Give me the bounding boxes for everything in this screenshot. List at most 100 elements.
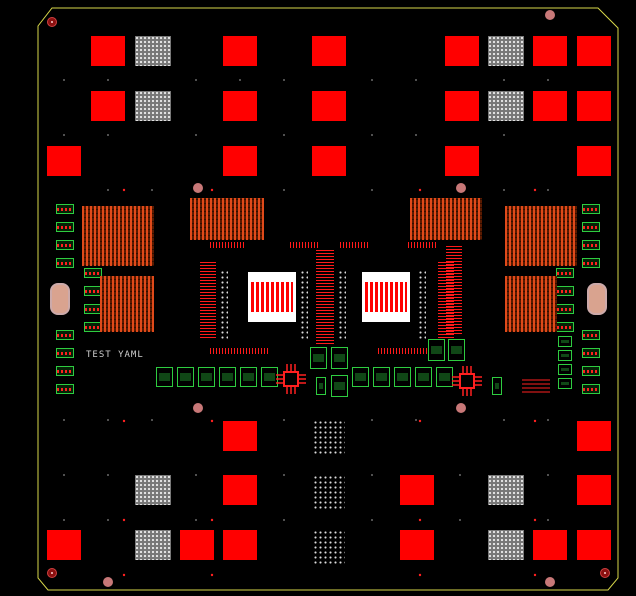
connector[interactable] bbox=[84, 268, 102, 278]
bga-footprint[interactable] bbox=[190, 198, 264, 240]
bga-footprint[interactable] bbox=[100, 276, 154, 332]
bga-pad-grid[interactable] bbox=[488, 36, 524, 66]
connector[interactable] bbox=[582, 366, 600, 376]
fanout-traces bbox=[408, 242, 438, 248]
pad[interactable] bbox=[312, 146, 346, 176]
bga-pad-grid[interactable] bbox=[135, 530, 171, 560]
pad[interactable] bbox=[400, 475, 434, 505]
silkscreen-label: TEST YAML bbox=[86, 350, 144, 360]
pad[interactable] bbox=[223, 421, 257, 451]
bga-pad-grid[interactable] bbox=[313, 420, 345, 454]
component[interactable] bbox=[156, 367, 173, 387]
pad[interactable] bbox=[47, 146, 81, 176]
component[interactable] bbox=[198, 367, 215, 387]
component[interactable] bbox=[331, 347, 348, 369]
connector[interactable] bbox=[56, 204, 74, 214]
pad[interactable] bbox=[577, 530, 611, 560]
fanout-traces bbox=[290, 242, 320, 248]
pad[interactable] bbox=[577, 421, 611, 451]
bga-footprint[interactable] bbox=[82, 206, 154, 266]
pad[interactable] bbox=[577, 475, 611, 505]
connector[interactable] bbox=[582, 258, 600, 268]
component[interactable] bbox=[373, 367, 390, 387]
component[interactable] bbox=[352, 367, 369, 387]
component[interactable] bbox=[177, 367, 194, 387]
component[interactable] bbox=[428, 339, 445, 361]
component[interactable] bbox=[316, 377, 326, 395]
connector[interactable] bbox=[56, 258, 74, 268]
component[interactable] bbox=[448, 339, 465, 361]
bga-pad-grid[interactable] bbox=[135, 475, 171, 505]
pad[interactable] bbox=[400, 530, 434, 560]
bga-pad-grid[interactable] bbox=[488, 530, 524, 560]
connector[interactable] bbox=[56, 348, 74, 358]
component[interactable] bbox=[492, 377, 502, 395]
connector[interactable] bbox=[56, 366, 74, 376]
component[interactable] bbox=[558, 350, 572, 361]
fiducial-icon bbox=[545, 577, 555, 587]
pad[interactable] bbox=[47, 530, 81, 560]
pad[interactable] bbox=[91, 91, 125, 121]
component[interactable] bbox=[261, 367, 278, 387]
pin-column bbox=[338, 270, 346, 340]
bga-footprint[interactable] bbox=[505, 276, 557, 332]
pad[interactable] bbox=[223, 91, 257, 121]
connector[interactable] bbox=[582, 240, 600, 250]
connector[interactable] bbox=[556, 322, 574, 332]
component[interactable] bbox=[558, 336, 572, 347]
pad[interactable] bbox=[577, 91, 611, 121]
connector[interactable] bbox=[582, 204, 600, 214]
ic-chip[interactable] bbox=[362, 272, 410, 322]
connector[interactable] bbox=[56, 240, 74, 250]
pad[interactable] bbox=[223, 146, 257, 176]
connector[interactable] bbox=[56, 330, 74, 340]
connector[interactable] bbox=[582, 222, 600, 232]
fanout-traces bbox=[210, 348, 270, 354]
pad[interactable] bbox=[223, 36, 257, 66]
component[interactable] bbox=[415, 367, 432, 387]
bga-pad-grid[interactable] bbox=[488, 91, 524, 121]
pad[interactable] bbox=[445, 36, 479, 66]
connector[interactable] bbox=[556, 268, 574, 278]
pad[interactable] bbox=[312, 36, 346, 66]
pad[interactable] bbox=[533, 91, 567, 121]
mounting-hole-icon bbox=[47, 17, 57, 27]
connector[interactable] bbox=[582, 330, 600, 340]
pad[interactable] bbox=[223, 530, 257, 560]
pad[interactable] bbox=[312, 91, 346, 121]
pad[interactable] bbox=[533, 36, 567, 66]
ic-chip[interactable] bbox=[248, 272, 296, 322]
bga-pad-grid[interactable] bbox=[488, 475, 524, 505]
pad[interactable] bbox=[91, 36, 125, 66]
connector[interactable] bbox=[582, 384, 600, 394]
small-ic[interactable] bbox=[448, 362, 488, 402]
connector[interactable] bbox=[556, 304, 574, 314]
bga-pad-grid[interactable] bbox=[313, 530, 345, 564]
component[interactable] bbox=[219, 367, 236, 387]
small-ic[interactable] bbox=[272, 360, 312, 400]
component[interactable] bbox=[240, 367, 257, 387]
component[interactable] bbox=[558, 378, 572, 389]
connector[interactable] bbox=[556, 286, 574, 296]
pad[interactable] bbox=[577, 146, 611, 176]
bga-pad-grid[interactable] bbox=[313, 475, 345, 509]
component[interactable] bbox=[310, 347, 327, 369]
pad[interactable] bbox=[445, 146, 479, 176]
pad[interactable] bbox=[180, 530, 214, 560]
component[interactable] bbox=[331, 375, 348, 397]
pad[interactable] bbox=[533, 530, 567, 560]
component[interactable] bbox=[394, 367, 411, 387]
connector[interactable] bbox=[582, 348, 600, 358]
pad[interactable] bbox=[223, 475, 257, 505]
component[interactable] bbox=[558, 364, 572, 375]
bga-footprint[interactable] bbox=[505, 206, 577, 266]
bga-pad-grid[interactable] bbox=[135, 36, 171, 66]
pad[interactable] bbox=[445, 91, 479, 121]
connector[interactable] bbox=[56, 222, 74, 232]
bga-pad-grid[interactable] bbox=[135, 91, 171, 121]
connector[interactable] bbox=[56, 384, 74, 394]
pad[interactable] bbox=[577, 36, 611, 66]
bga-footprint[interactable] bbox=[410, 198, 482, 240]
